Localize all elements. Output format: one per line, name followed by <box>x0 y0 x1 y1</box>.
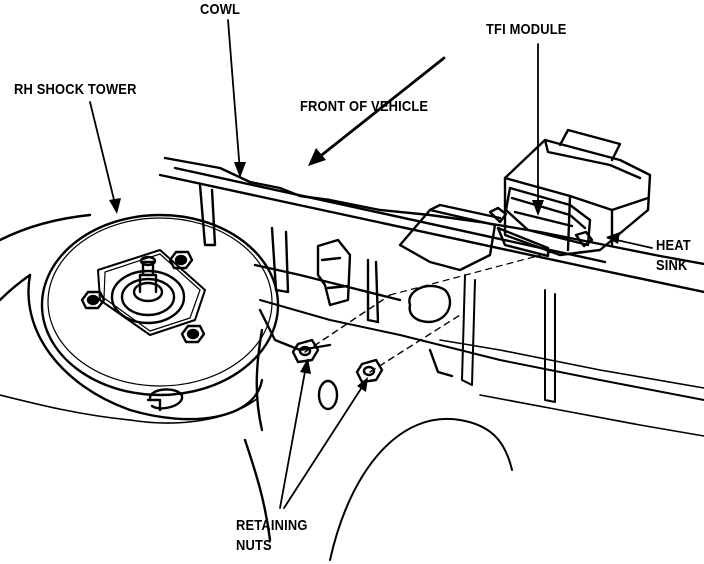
label-heat-sink-line2: SINK <box>656 257 688 274</box>
label-front-of-vehicle: FRONT OF VEHICLE <box>300 98 429 115</box>
label-rh-shock-tower: RH SHOCK TOWER <box>14 81 137 98</box>
label-tfi-module: TFI MODULE <box>486 21 567 38</box>
label-cowl: COWL <box>200 1 241 18</box>
tfi-module <box>398 128 652 272</box>
cowl-panel <box>158 156 704 561</box>
label-retaining-nuts: RETAINING NUTS <box>236 516 308 556</box>
retaining-nuts <box>291 338 384 384</box>
shock-tower <box>0 213 280 424</box>
leader-lines <box>89 19 653 509</box>
label-retaining-nuts-line2: NUTS <box>236 537 272 554</box>
label-heat-sink: HEAT SINK <box>656 236 691 276</box>
label-retaining-nuts-line1: RETAINING <box>236 517 308 534</box>
label-heat-sink-line1: HEAT <box>656 237 691 254</box>
arrowheads <box>109 148 620 392</box>
